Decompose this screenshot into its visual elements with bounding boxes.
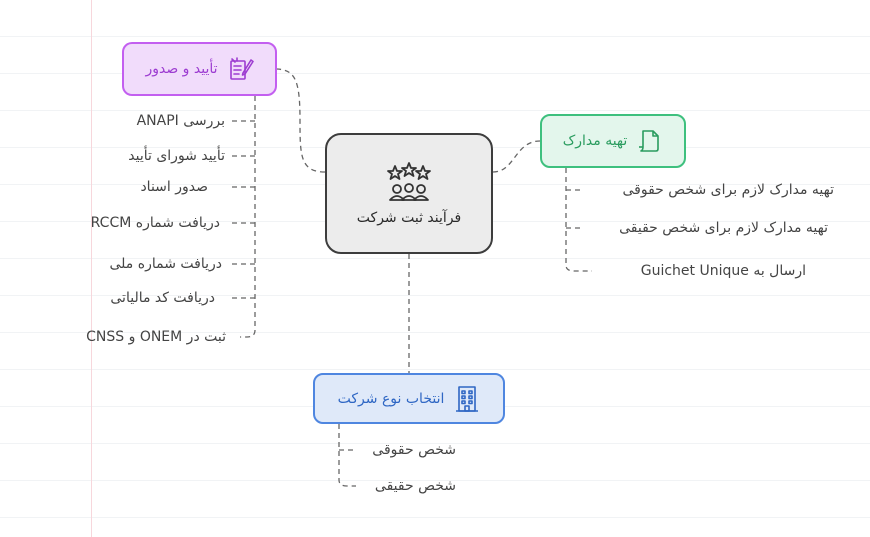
connector-approve-list: [240, 96, 256, 338]
connector-center-approve: [276, 68, 326, 173]
docs-item: تهیه مدارک لازم برای شخص حقیقی: [619, 220, 828, 236]
approve-node[interactable]: تأیید و صدور: [122, 42, 277, 96]
type-label: انتخاب نوع شرکت: [337, 390, 445, 407]
center-node[interactable]: فرآیند ثبت شرکت: [325, 133, 493, 254]
center-label: فرآیند ثبت شرکت: [356, 209, 462, 226]
document-pen-icon: [228, 56, 254, 82]
file-icon: [637, 128, 663, 154]
type-item: شخص حقوقی: [372, 442, 456, 458]
margin-line: [91, 0, 92, 537]
type-node[interactable]: انتخاب نوع شرکت: [313, 373, 505, 424]
connector-docs-list: [565, 168, 592, 272]
approve-item: بررسی ANAPI: [136, 113, 225, 129]
people-stars-icon: [385, 161, 433, 204]
connector-center-docs: [492, 140, 541, 173]
approve-item: ثبت در ONEM و CNSS: [86, 329, 226, 345]
docs-label: تهیه مدارک: [562, 133, 628, 149]
approve-item: دریافت شماره ملی: [109, 256, 223, 272]
approve-label: تأیید و صدور: [145, 61, 218, 77]
docs-item: تهیه مدارک لازم برای شخص حقوقی: [622, 182, 835, 198]
approve-item: صدور اسناد: [140, 179, 208, 195]
type-item: شخص حقیقی: [374, 478, 456, 494]
approve-item: دریافت شماره RCCM: [90, 215, 220, 231]
approve-item: دریافت کد مالیاتی: [110, 290, 215, 306]
docs-node[interactable]: تهیه مدارک: [540, 114, 686, 168]
docs-item: ارسال به Guichet Unique: [640, 263, 806, 279]
approve-item: تأیید شورای تأیید: [128, 148, 225, 164]
building-icon: [454, 385, 480, 413]
connector-type-list: [338, 424, 356, 487]
